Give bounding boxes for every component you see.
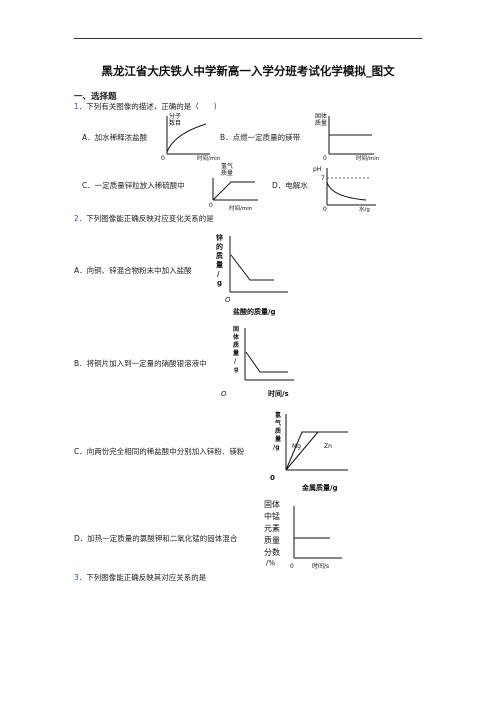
question-2: 2．下列图像能正确反映对应变化关系的是 xyxy=(74,214,214,224)
y-label: 质量 xyxy=(264,535,280,545)
question-number: 3． xyxy=(74,573,87,582)
series-label-zn: Zn xyxy=(324,443,332,450)
series-line-zn xyxy=(285,431,319,471)
q2-option-d-chart: 固体 中锰 元素 质量 分数 /% 0 时间/s xyxy=(264,499,342,570)
x-label: 时间/s xyxy=(312,562,329,570)
question-number: 2． xyxy=(74,214,87,223)
origin-label: 0 xyxy=(323,206,327,213)
series-line-mg xyxy=(285,431,348,471)
q1-option-d-label: D．电解水 xyxy=(272,181,308,190)
y-label: /g xyxy=(273,444,280,451)
y-label: / xyxy=(234,358,237,365)
line-mark xyxy=(245,351,288,373)
origin-label: 0 xyxy=(323,155,327,162)
q1-option-c-chart: 氢气 质量 0 时间/min xyxy=(209,162,258,212)
y-label: 数目 xyxy=(169,119,181,127)
y-label: 量 xyxy=(233,349,239,357)
y-label: 体 xyxy=(233,333,240,341)
y-label: 质 xyxy=(216,251,223,260)
curve xyxy=(326,181,367,201)
line-mark xyxy=(230,254,274,281)
tick-label: 7 xyxy=(321,175,325,182)
q2-option-a-label: A．向铜、锌混合物粉末中加入盐酸 xyxy=(74,266,192,275)
y-label: 氢气 xyxy=(221,162,233,170)
x-label: 时间/min xyxy=(356,154,380,162)
q1-option-d-chart: pH 7 0 水/g xyxy=(313,166,376,213)
q2-option-d-label: D．加热一定质量的氯酸钾和二氧化锰的固体混合 xyxy=(74,534,238,543)
x-label: 金属质量/g xyxy=(301,483,338,492)
question-1: 1．下列有关图像的描述，正确的是（ ） xyxy=(74,102,221,112)
y-label: / xyxy=(217,270,220,278)
y-label: 量 xyxy=(275,435,281,443)
y-label: pH xyxy=(313,166,321,173)
y-label: 固 xyxy=(233,325,239,333)
q2-option-b-label: B．将铜片加入到一定量的硝酸银溶液中 xyxy=(74,359,207,368)
q2-option-a-chart: 锌 的 质 量 / g O 盐酸的质量/g xyxy=(216,233,288,316)
page-title: 黑龙江省大庆铁人中学新高一入学分班考试化学模拟_图文 xyxy=(101,64,395,78)
x-label: 水/g xyxy=(359,205,370,213)
origin-label: 0 xyxy=(161,155,165,162)
y-label: 固体 xyxy=(264,499,280,509)
line-mark xyxy=(212,181,255,201)
y-label: 质量 xyxy=(221,169,233,177)
q1-option-a-label: A．加水稀释浓盐酸 xyxy=(82,133,148,142)
q1-option-b-label: B．点燃一定质量的镁带 xyxy=(220,133,301,142)
question-number: 1． xyxy=(74,102,87,111)
q1-option-a-chart: 分子 数目 0 时间/min xyxy=(161,112,221,162)
question-stem: 下列图像能正确反映其对应关系的是 xyxy=(86,573,207,582)
origin-label: 0 xyxy=(290,563,294,570)
origin-label: 0 xyxy=(270,474,275,482)
y-label: 质量 xyxy=(315,119,327,127)
header-rule xyxy=(74,38,422,39)
y-label: 分数 xyxy=(264,547,280,557)
q1-option-c-label: C．一定质量锌粒放入稀硫酸中 xyxy=(82,181,185,190)
q2-option-c-chart: 氢 气 质 量 /g Mg Zn 0 金属质量/g xyxy=(270,411,348,492)
q1-option-b-chart: 固体 质量 0 时间/min xyxy=(315,112,380,162)
y-label: /% xyxy=(266,559,275,567)
y-label: 的 xyxy=(216,242,223,251)
x-label: 盐酸的质量/g xyxy=(233,307,276,316)
x-label: 时间/s xyxy=(268,389,289,398)
y-label: 量 xyxy=(216,260,223,269)
series-label-mg: Mg xyxy=(292,443,301,450)
y-label: 固体 xyxy=(315,112,327,120)
y-label: 质 xyxy=(233,341,239,349)
question-stem: 下列有关图像的描述，正确的是（ ） xyxy=(86,102,222,111)
y-label: 氢 xyxy=(275,411,281,419)
origin-label: O xyxy=(225,296,231,304)
y-label: 分子 xyxy=(169,112,181,120)
question-stem: 下列图像能正确反映对应变化关系的是 xyxy=(86,214,214,223)
origin-label: 0 xyxy=(209,202,213,209)
curve xyxy=(166,123,207,153)
y-label: 中锰 xyxy=(264,511,280,521)
x-label: 时间/min xyxy=(229,204,253,212)
section-heading: 一、选择题 xyxy=(74,92,117,102)
x-label: 时间/min xyxy=(197,154,221,162)
question-3: 3．下列图像能正确反映其对应关系的是 xyxy=(74,573,206,583)
y-label: 气 xyxy=(274,419,281,427)
q2-option-b-chart: 固 体 质 量 / g O 时间/s xyxy=(221,325,294,398)
y-label: 锌 xyxy=(216,233,223,242)
y-label: g xyxy=(217,279,222,287)
y-label: g xyxy=(234,366,238,373)
y-label: 元素 xyxy=(264,523,280,533)
y-label: 质 xyxy=(275,427,281,435)
origin-label: O xyxy=(221,390,227,398)
q2-option-c-label: C．向两份完全相同的稀盐酸中分别加入锌粉、镁粉 xyxy=(74,447,245,456)
